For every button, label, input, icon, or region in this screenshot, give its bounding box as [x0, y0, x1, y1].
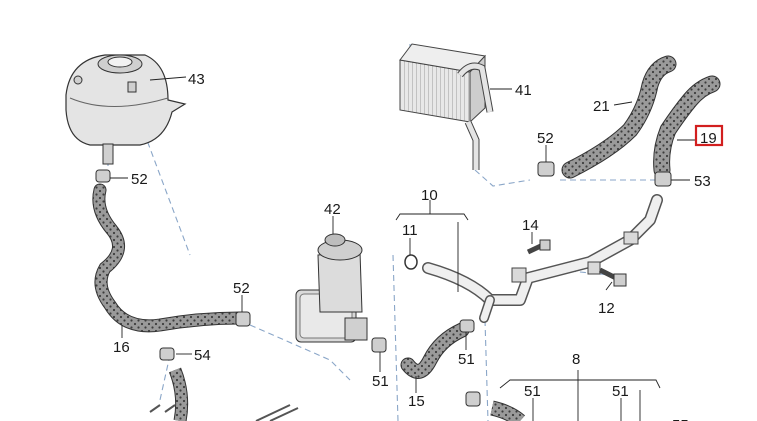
callout-43: 43	[188, 71, 205, 88]
callout-15: 15	[408, 393, 425, 410]
callout-19: 19	[700, 130, 717, 147]
callout-21: 21	[593, 98, 610, 115]
callout-52-tank: 52	[131, 171, 148, 188]
leader-lines	[110, 76, 695, 421]
callout-41: 41	[515, 82, 532, 99]
callout-labels: 43 52 41 21 52 19 53 10 42 11 14 12 52 1…	[113, 71, 717, 421]
coolant-pipe	[422, 194, 663, 323]
expansion-tank	[65, 54, 187, 165]
callout-42: 42	[324, 201, 341, 218]
callout-53: 53	[694, 173, 711, 190]
hose-clamps	[95, 161, 672, 407]
callout-54: 54	[194, 347, 211, 364]
lower-left-bracket	[149, 404, 299, 421]
callout-52-lower: 52	[233, 280, 250, 297]
callout-12: 12	[598, 300, 615, 317]
oil-filter-housing	[295, 233, 368, 343]
highlight-box-19	[694, 124, 724, 147]
callout-14: 14	[522, 217, 539, 234]
callout-52-upper: 52	[537, 130, 554, 147]
callout-51-mid: 51	[458, 351, 475, 368]
callout-8: 8	[572, 351, 580, 368]
heater-core	[399, 43, 494, 170]
rubber-hoses	[92, 55, 721, 421]
callout-51-bottom-left: 51	[524, 383, 541, 400]
callout-51-bottom-right: 51	[612, 383, 629, 400]
bolts	[526, 239, 627, 287]
callout-10: 10	[421, 187, 438, 204]
callout-55: 55	[672, 417, 689, 421]
callout-16: 16	[113, 339, 130, 356]
callout-51-left: 51	[372, 373, 389, 390]
callout-11: 11	[402, 222, 418, 239]
